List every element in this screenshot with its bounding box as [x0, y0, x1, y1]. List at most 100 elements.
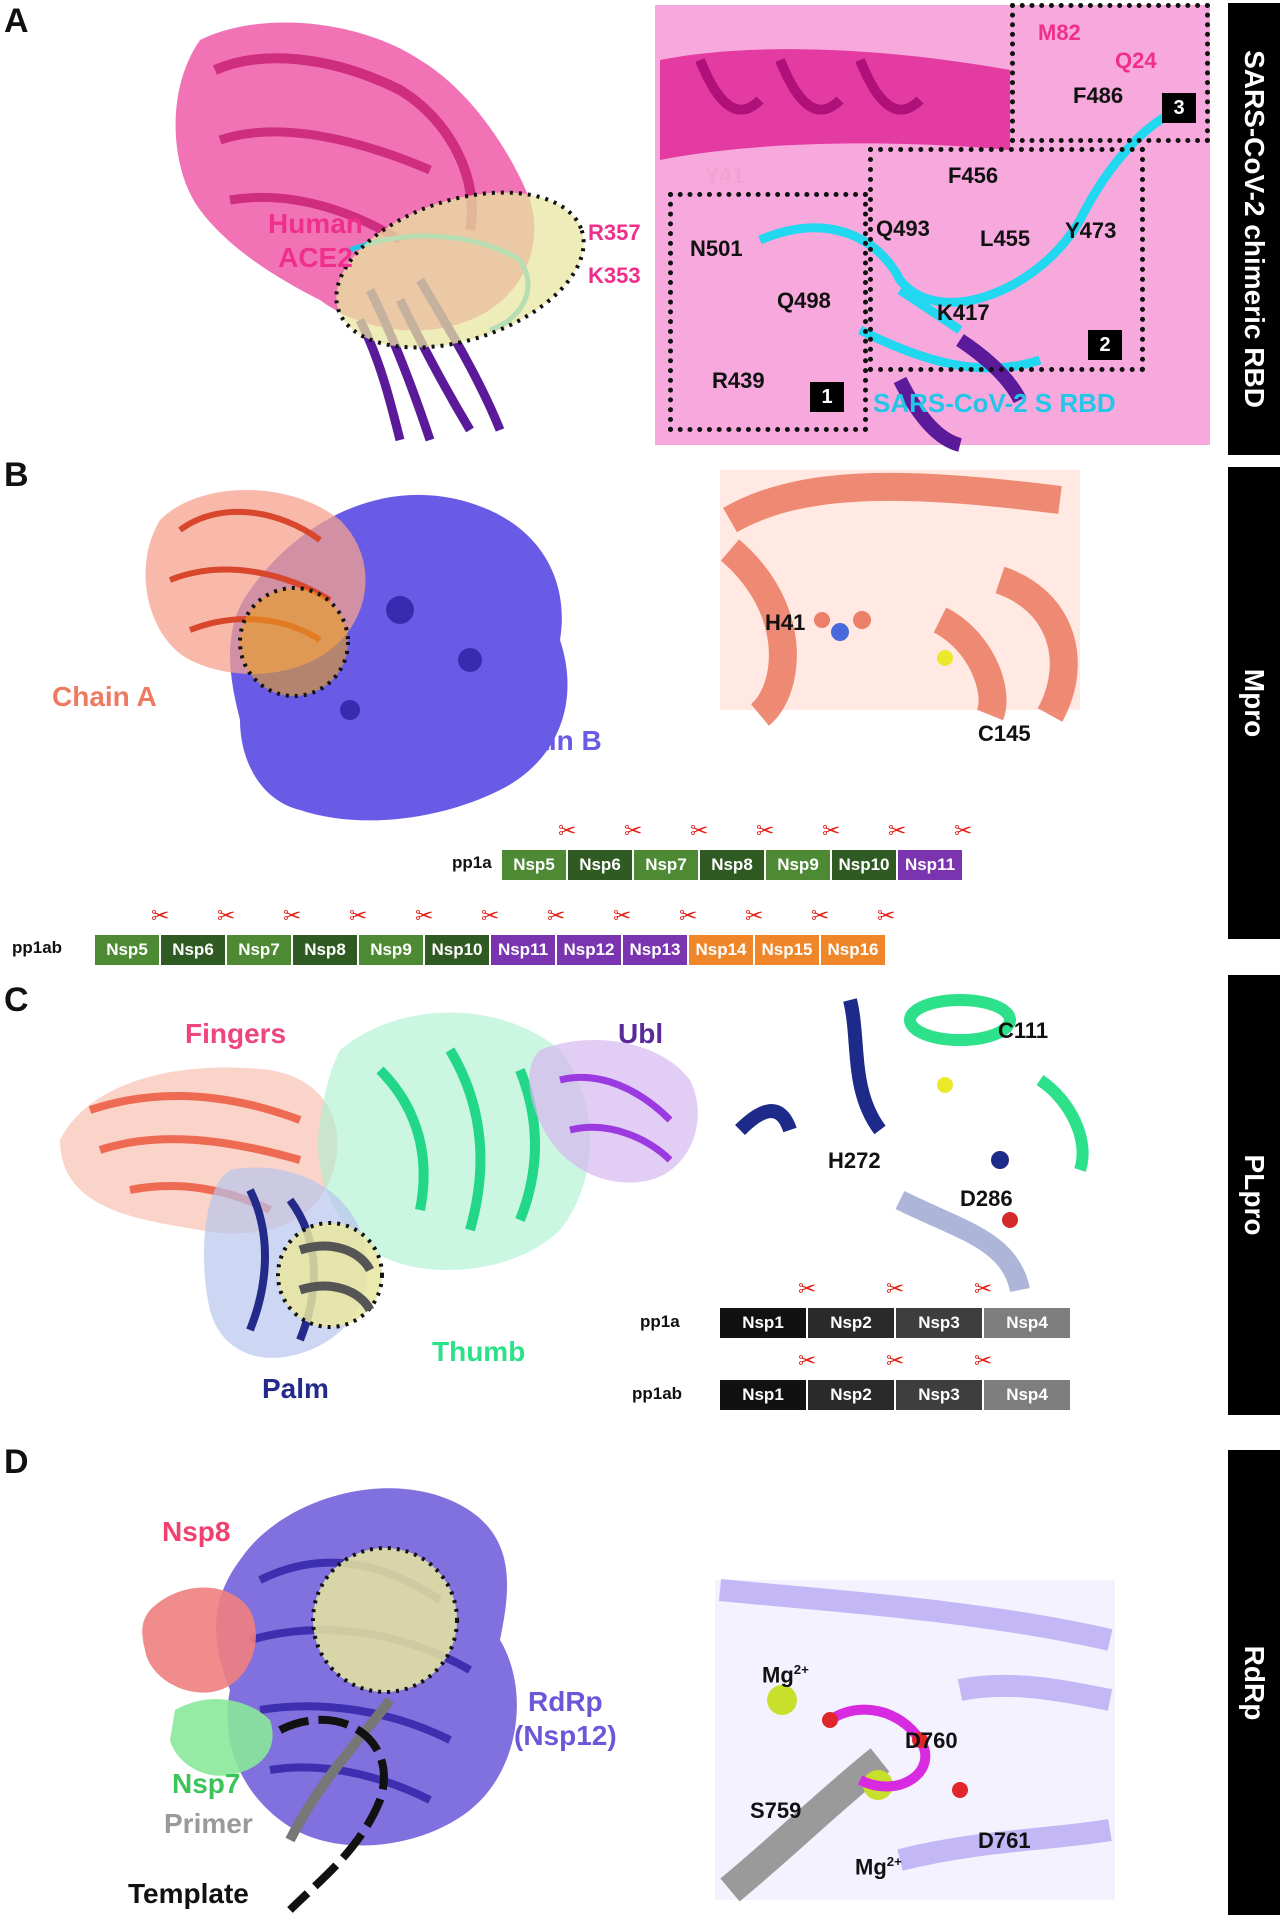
segment-nsp13: Nsp13	[623, 935, 689, 965]
cleavage-site-icon: ✂	[558, 818, 577, 843]
segment-nsp15: Nsp15	[755, 935, 821, 965]
nsp8-structure	[142, 1587, 256, 1693]
residue-mg-top: Mg2+	[762, 1662, 809, 1688]
segment-nsp4: Nsp4	[984, 1308, 1072, 1338]
cleavage-site-icon: ✂	[349, 903, 368, 928]
cleavage-site-icon: ✂	[679, 903, 698, 928]
cleavage-site-icon: ✂	[822, 818, 841, 843]
panel-d-structures	[142, 1488, 1115, 1913]
side-label-c: PLpro	[1228, 975, 1280, 1415]
residue-Y473: Y473	[1065, 218, 1117, 243]
cleavage-site-icon: ✂	[974, 1348, 993, 1373]
residue-L455: L455	[980, 226, 1031, 251]
cleavage-site-icon: ✂	[151, 903, 170, 928]
ace2-label: Human ACE2	[268, 210, 363, 272]
zoom-box-1	[668, 192, 868, 432]
residue-R439: R439	[712, 368, 765, 393]
panel-b-letter: B	[4, 456, 29, 494]
cleavage-site-icon: ✂	[690, 818, 709, 843]
segment-nsp6: Nsp6	[568, 850, 634, 880]
segment-nsp14: Nsp14	[689, 935, 755, 965]
segment-nsp7: Nsp7	[227, 935, 293, 965]
box-number-1: 1	[810, 382, 844, 412]
residue-Q493: Q493	[876, 216, 930, 241]
mpro-pp1a-label: pp1a	[452, 853, 492, 872]
ace2-label-line1: Human	[268, 208, 363, 239]
segment-nsp8: Nsp8	[293, 935, 359, 965]
residue-C111: C111	[998, 1018, 1049, 1043]
segment-nsp9: Nsp9	[359, 935, 425, 965]
residue-K353: K353	[588, 263, 641, 288]
segment-nsp2: Nsp2	[808, 1308, 896, 1338]
segment-nsp4: Nsp4	[984, 1380, 1072, 1410]
cleavage-site-icon: ✂	[798, 1348, 817, 1373]
mpro-pp1ab-label: pp1ab	[12, 938, 63, 957]
residue-F456: F456	[948, 163, 999, 188]
cleavage-site-icon: ✂	[415, 903, 434, 928]
segment-nsp5: Nsp5	[502, 850, 568, 880]
rdrp-label: RdRp (Nsp12)	[514, 1688, 617, 1750]
residue-K417: K417	[937, 300, 990, 325]
cleavage-site-icon: ✂	[811, 903, 830, 928]
residue-S759: S759	[750, 1798, 802, 1823]
nsp7-label: Nsp7	[172, 1768, 241, 1799]
segment-nsp1: Nsp1	[720, 1380, 808, 1410]
ubl-label: Ubl	[618, 1018, 664, 1049]
cleavage-site-icon: ✂	[886, 1276, 905, 1301]
segment-nsp9: Nsp9	[766, 850, 832, 880]
chain-b-label: Chain B	[496, 725, 602, 756]
primer-strand	[285, 1696, 394, 1843]
plpro-pp1a-label: pp1a	[640, 1312, 680, 1331]
panel-a-letter: A	[4, 2, 29, 40]
box-number-2: 2	[1088, 330, 1122, 360]
box-number-3: 3	[1162, 93, 1196, 123]
thumb-label: Thumb	[432, 1336, 526, 1367]
residue-D761: D761	[978, 1828, 1031, 1853]
side-label-b: Mpro	[1228, 467, 1280, 939]
residue-R357: R357	[588, 220, 641, 245]
zoom-box-3	[1010, 3, 1210, 143]
segment-nsp11: Nsp11	[898, 850, 964, 880]
cleavage-site-icon: ✂	[756, 818, 775, 843]
cleavage-site-icon: ✂	[745, 903, 764, 928]
palm-label: Palm	[262, 1373, 329, 1404]
residue-Y41: Y41	[705, 163, 745, 188]
rbd-label: SARS-CoV-2 S RBD	[873, 388, 1116, 418]
segment-nsp5: Nsp5	[95, 935, 161, 965]
mpro-active-site-highlight	[238, 586, 350, 698]
side-label-d: RdRp	[1228, 1450, 1280, 1915]
rbd-core-structure	[355, 277, 505, 442]
segment-nsp6: Nsp6	[161, 935, 227, 965]
cleavage-site-icon: ✂	[624, 818, 643, 843]
fingers-label: Fingers	[185, 1018, 287, 1049]
segment-nsp3: Nsp3	[896, 1380, 984, 1410]
segment-nsp1: Nsp1	[720, 1308, 808, 1338]
panel-a-structures	[175, 5, 1210, 452]
segment-nsp2: Nsp2	[808, 1380, 896, 1410]
nsp8-label: Nsp8	[162, 1516, 231, 1547]
residue-H41: H41	[765, 610, 806, 635]
cleavage-site-icon: ✂	[613, 903, 632, 928]
panel-b-structures	[145, 470, 1080, 821]
cleavage-site-icon: ✂	[954, 818, 973, 843]
residue-C145: C145	[978, 721, 1031, 746]
segment-nsp10: Nsp10	[425, 935, 491, 965]
cleavage-site-icon: ✂	[481, 903, 500, 928]
segment-nsp12: Nsp12	[557, 935, 623, 965]
cleavage-site-icon: ✂	[974, 1276, 993, 1301]
cleavage-site-icon: ✂	[217, 903, 236, 928]
cleavage-site-icon: ✂	[547, 903, 566, 928]
residue-Q498: Q498	[777, 288, 831, 313]
cleavage-site-icon: ✂	[886, 1348, 905, 1373]
rbd-zoom-loop	[758, 105, 1182, 307]
template-strand	[278, 1715, 388, 1913]
rdrp-label-line2: (Nsp12)	[514, 1720, 617, 1751]
chain-a-label: Chain A	[52, 681, 157, 712]
residue-mg-bottom: Mg2+	[855, 1854, 902, 1880]
interface-highlight	[334, 190, 586, 350]
segment-nsp8: Nsp8	[700, 850, 766, 880]
segment-nsp16: Nsp16	[821, 935, 887, 965]
zoom-box-2	[868, 147, 1145, 372]
residue-D760: D760	[905, 1728, 958, 1753]
cleavage-site-icon: ✂	[877, 903, 896, 928]
